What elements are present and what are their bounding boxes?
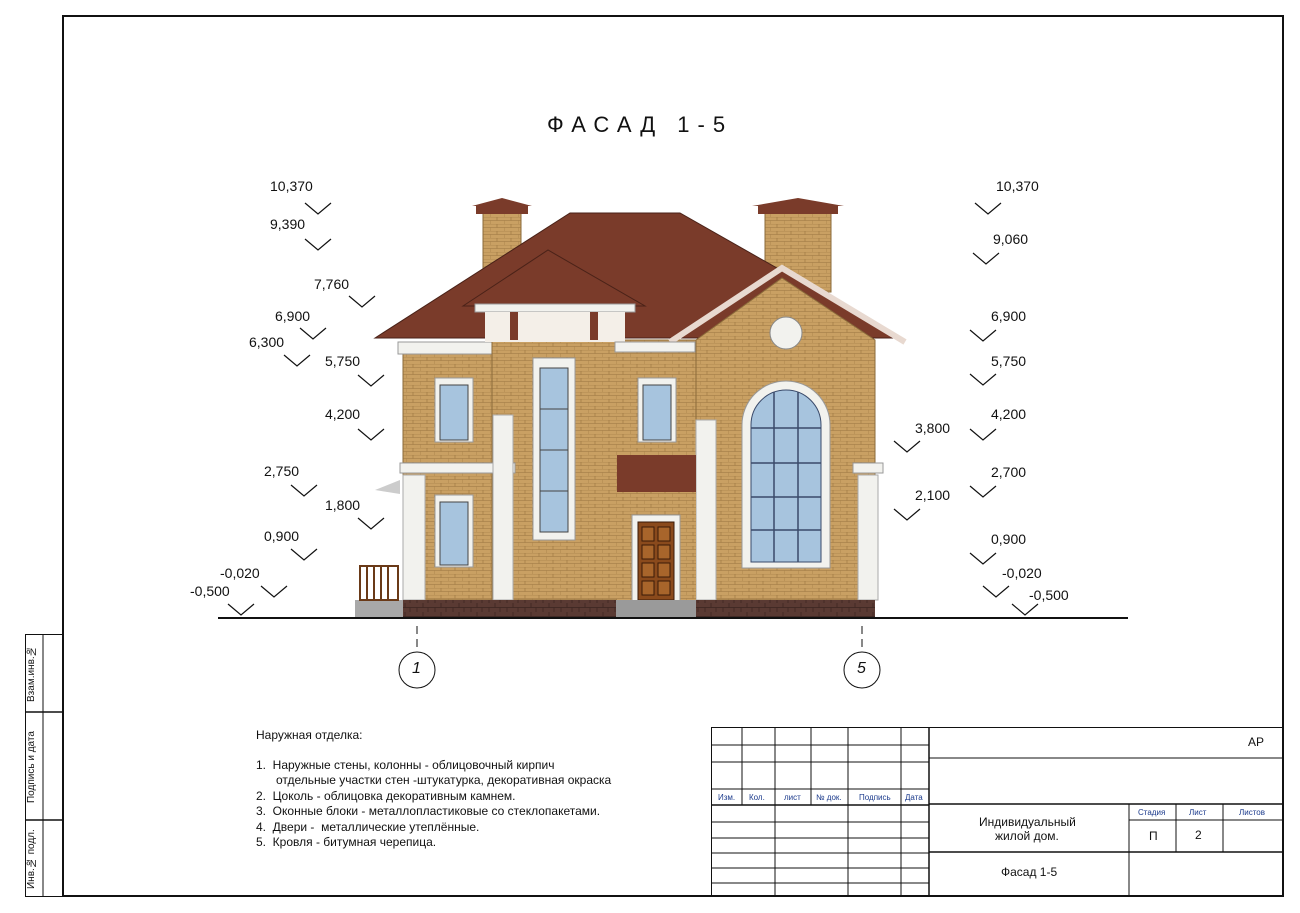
level-left-3: 7,760 bbox=[314, 276, 350, 292]
title-block bbox=[711, 727, 1284, 897]
column-mid-left bbox=[492, 414, 514, 601]
stamp-col-doc: № док. bbox=[816, 793, 842, 802]
level-right-11: -0,500 bbox=[1029, 587, 1069, 603]
note-item: 2. Цоколь - облицовка декоративным камне… bbox=[256, 788, 516, 803]
level-right-5: 3,800 bbox=[915, 420, 951, 436]
page-title: ФАСАД 1-5 bbox=[547, 112, 734, 137]
level-right-7: 2,700 bbox=[991, 464, 1027, 480]
level-right-10: -0,020 bbox=[1002, 565, 1042, 581]
axis-label-5: 5 bbox=[857, 660, 866, 677]
column-mid-right bbox=[695, 419, 717, 601]
stage-value: П bbox=[1149, 829, 1158, 843]
level-left-4: 6,900 bbox=[275, 308, 311, 324]
level-left-5: 6,300 bbox=[249, 334, 285, 350]
level-right-3: 6,900 bbox=[991, 308, 1027, 324]
level-right-8: 2,100 bbox=[915, 487, 951, 503]
window-upper-left bbox=[439, 384, 469, 441]
drawing-name: Фасад 1-5 bbox=[1001, 865, 1058, 879]
column-left bbox=[402, 474, 426, 601]
sheets-header: Листов bbox=[1239, 808, 1265, 817]
window-arched bbox=[750, 389, 822, 563]
stamp-col-sheet: лист bbox=[784, 793, 801, 802]
plinth-right bbox=[696, 600, 875, 617]
stamp-code: АР bbox=[1248, 735, 1265, 749]
level-left-11: -0,020 bbox=[220, 565, 260, 581]
round-window bbox=[769, 316, 803, 350]
finishing-notes: Наружная отделка: 1. Наружные стены, кол… bbox=[256, 728, 611, 851]
level-left-10: 0,900 bbox=[264, 528, 300, 544]
window-upper-center bbox=[642, 384, 672, 441]
column-right bbox=[857, 474, 879, 601]
plinth-left bbox=[403, 600, 616, 617]
project-name-line2: жилой дом. bbox=[995, 829, 1059, 843]
level-right-2: 9,060 bbox=[993, 231, 1029, 247]
note-item: 1. Наружные стены, колонны - облицовочны… bbox=[256, 757, 555, 772]
level-right-4: 5,750 bbox=[991, 353, 1027, 369]
stage-header: Стадия bbox=[1138, 808, 1166, 817]
stamp-col-count: Кол. bbox=[749, 793, 765, 802]
level-right-9: 0,900 bbox=[991, 531, 1027, 547]
terrace-railing bbox=[359, 565, 399, 601]
window-lower-left bbox=[439, 501, 469, 566]
level-left-8: 2,750 bbox=[264, 463, 300, 479]
level-left-7: 4,200 bbox=[325, 406, 361, 422]
note-item: 4. Двери - металлические утеплённые. bbox=[256, 819, 480, 834]
level-right-1: 10,370 bbox=[996, 178, 1039, 194]
drawing-frame bbox=[62, 15, 1284, 897]
project-name-line1: Индивидуальный bbox=[979, 815, 1076, 829]
stamp-col-date: Дата bbox=[905, 793, 923, 802]
level-left-1: 10,370 bbox=[270, 178, 313, 194]
porch-canopy bbox=[617, 455, 696, 492]
note-item: отдельные участки стен -штукатурка, деко… bbox=[256, 773, 612, 787]
sheet-header: Лист bbox=[1189, 808, 1207, 817]
stamp-col-signature: Подпись bbox=[859, 793, 891, 802]
axis-circle-1 bbox=[398, 651, 436, 689]
stamp-col-change: Изм. bbox=[718, 793, 736, 802]
level-left-2: 9,390 bbox=[270, 216, 306, 232]
level-left-9: 1,800 bbox=[325, 497, 361, 513]
note-item: 5. Кровля - битумная черепица. bbox=[256, 835, 437, 849]
sheet-value: 2 bbox=[1195, 828, 1202, 842]
level-left-6: 5,750 bbox=[325, 353, 361, 369]
notes-header: Наружная отделка: bbox=[256, 728, 363, 742]
level-left-12: -0,500 bbox=[190, 583, 230, 599]
axis-label-1: 1 bbox=[412, 660, 421, 677]
level-right-6: 4,200 bbox=[991, 406, 1027, 422]
note-item: 3. Оконные блоки - металлопластиковые со… bbox=[256, 804, 601, 818]
axis-circle-5 bbox=[843, 651, 881, 689]
